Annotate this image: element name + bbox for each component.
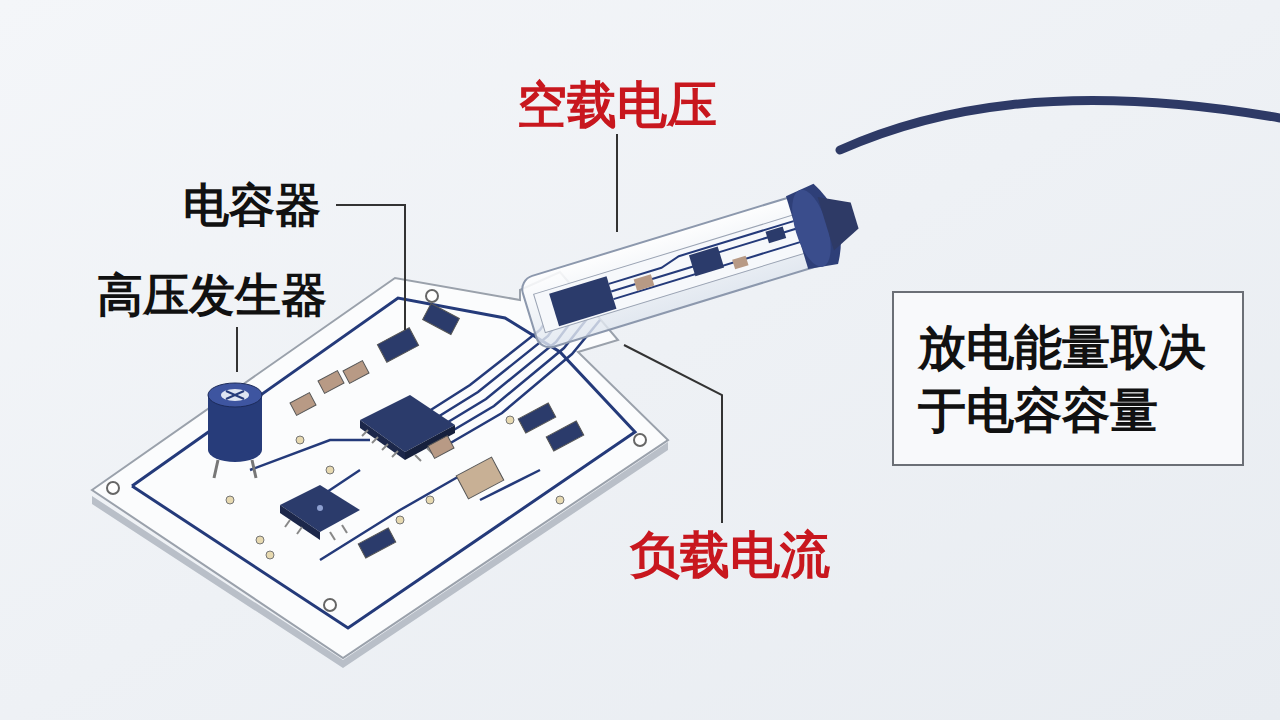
callout-label: 负载电流: [630, 528, 830, 583]
callout-label: 电容器: [183, 180, 321, 231]
note-text: 放电能量取决于电容容量: [918, 316, 1218, 441]
note-box: 放电能量取决于电容容量: [892, 291, 1244, 466]
callout-label: 高压发生器: [97, 270, 327, 321]
callout-label: 空载电压: [517, 78, 717, 133]
